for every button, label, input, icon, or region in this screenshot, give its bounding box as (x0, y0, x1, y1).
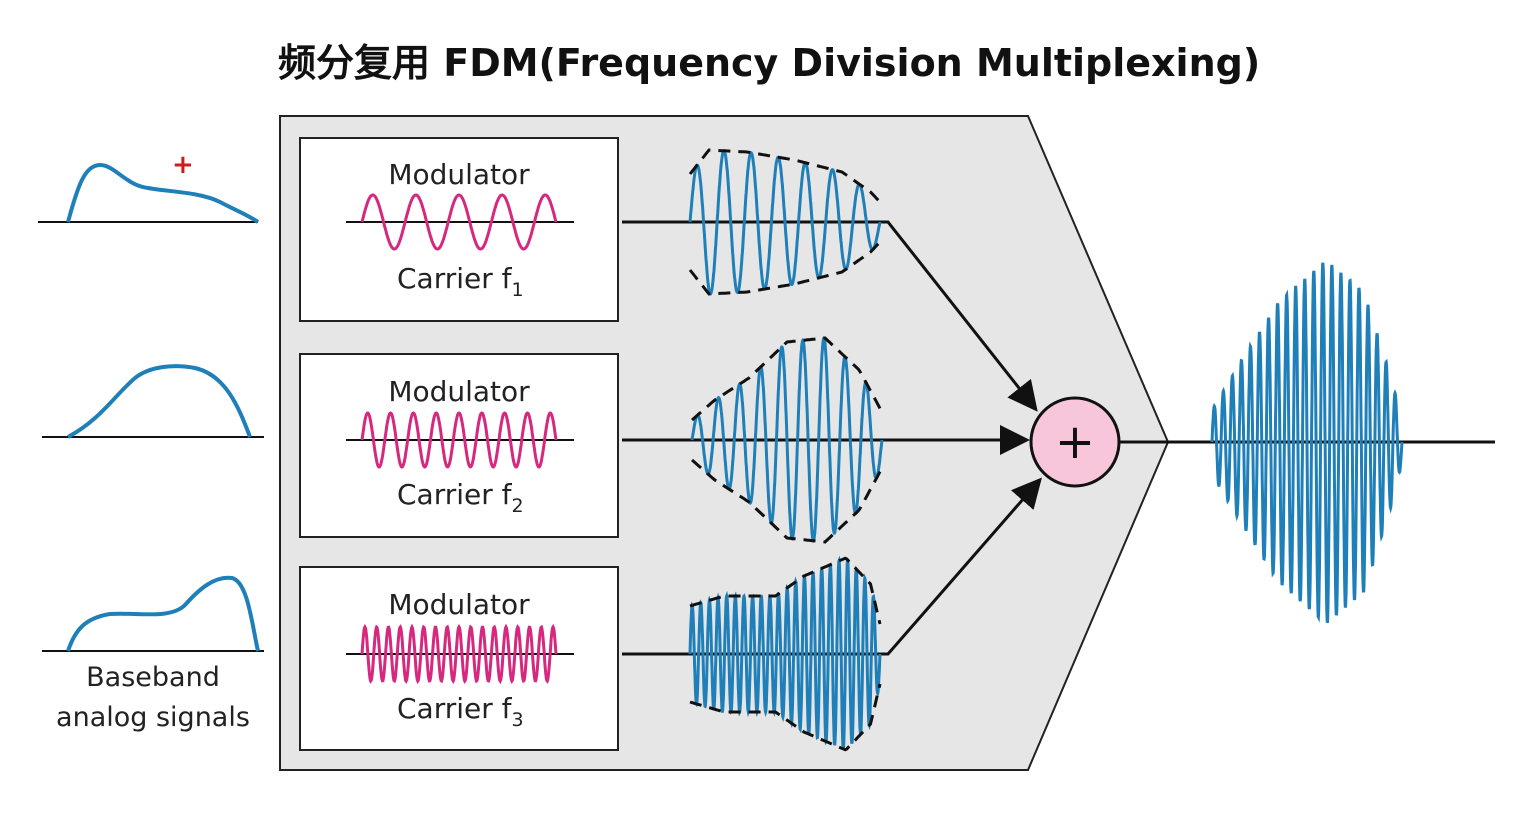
modulated-signal-1 (688, 149, 882, 296)
baseband-caption-line-1: Baseband (86, 662, 220, 693)
carrier-wave-3 (360, 623, 558, 685)
modulator-box-3: Modulator Carrier f3 (299, 566, 619, 751)
modulated-signal-3 (688, 555, 882, 750)
baseband-signal-2 (67, 364, 252, 439)
envelope-3 (689, 556, 882, 752)
baseband-caption-line-2: analog signals (56, 702, 250, 733)
cursor-mark: + (172, 150, 194, 180)
carrier-label-1: Carrier f1 (397, 262, 524, 301)
carrier-wave-2 (360, 411, 558, 469)
modulator-frame-1 (299, 137, 619, 322)
adder: + (1029, 396, 1121, 488)
modulator-label-1: Modulator (388, 158, 530, 191)
modulator-frame-2 (299, 353, 619, 538)
modulator-label-3: Modulator (388, 588, 530, 621)
adder-circle (1029, 396, 1121, 488)
modulator-box-1: Modulator Carrier f1 (299, 137, 619, 322)
baseband-signal-1 (66, 162, 260, 224)
envelope-1 (688, 148, 882, 296)
modulator-label-2: Modulator (388, 375, 530, 408)
carrier-label-3: Carrier f3 (397, 692, 524, 731)
baseband-signals: + Baseband analog signals (38, 150, 264, 733)
baseband-signal-3 (66, 575, 260, 652)
channel-1-arrow (622, 220, 1038, 412)
composite-output-signal (1210, 262, 1404, 624)
adder-plus-icon: + (1055, 414, 1095, 470)
page-title: 频分复用 FDM(Frequency Division Multiplexing… (278, 41, 1260, 85)
envelope-2 (691, 336, 884, 544)
carrier-label-2: Carrier f2 (397, 478, 524, 517)
modulator-box-2: Modulator Carrier f2 (299, 353, 619, 538)
carrier-wave-1 (360, 193, 558, 251)
modulator-frame-3 (299, 566, 619, 751)
modulated-signal-2 (690, 336, 884, 543)
